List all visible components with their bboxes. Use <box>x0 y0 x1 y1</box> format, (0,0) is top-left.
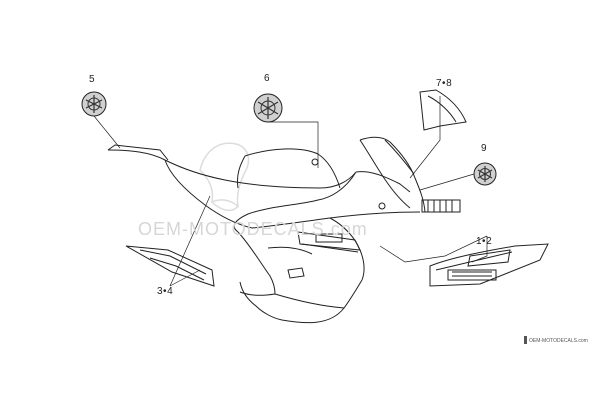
emblem-5 <box>81 91 107 117</box>
decal-part-3-4 <box>125 245 215 287</box>
watermark-logo <box>199 142 250 212</box>
credit-text: OEM-MOTODECALS.com <box>524 336 588 344</box>
decal-part-7-8 <box>419 89 467 131</box>
credit-logo-icon <box>524 336 527 344</box>
decal-part-1-2 <box>429 243 549 287</box>
emblem-9 <box>473 162 497 186</box>
credit-label: OEM-MOTODECALS.com <box>529 338 588 344</box>
leader-lines <box>93 96 488 287</box>
callout-1-2: 1•2 <box>476 236 493 247</box>
callout-6: 6 <box>264 73 271 84</box>
emblem-6 <box>253 93 283 123</box>
callout-5: 5 <box>89 74 96 85</box>
callout-9: 9 <box>481 143 488 154</box>
watermark-text: OEM-MOTODECALS.com <box>138 219 368 239</box>
fairing-body <box>107 136 461 324</box>
callout-7-8: 7•8 <box>436 78 453 89</box>
callout-3-4: 3•4 <box>157 286 174 297</box>
